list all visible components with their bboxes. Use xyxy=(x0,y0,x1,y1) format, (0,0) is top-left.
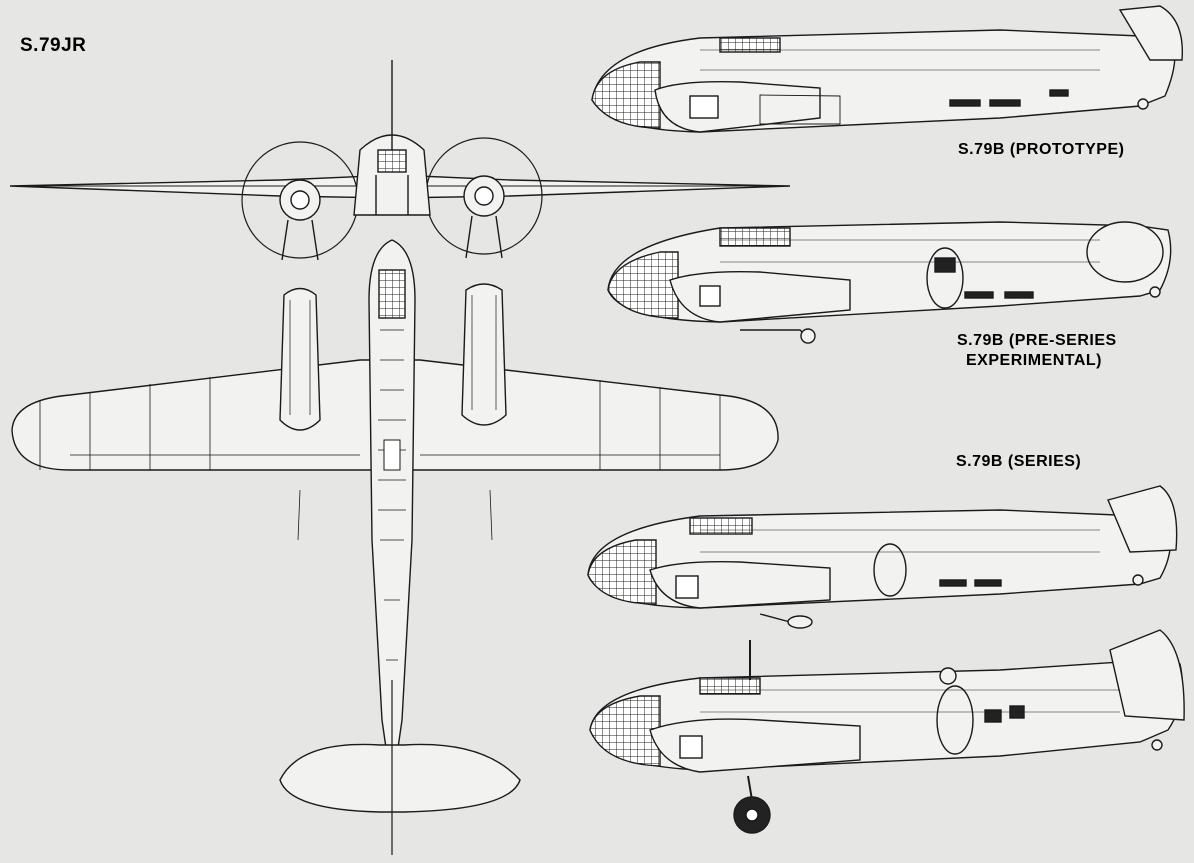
cockpit-canopy xyxy=(699,677,761,695)
tailplane xyxy=(279,743,521,813)
label-s79b-prototype: S.79B (PROTOTYPE) xyxy=(958,141,1125,158)
nose-glazing xyxy=(587,539,657,605)
dorsal-antenna-mast xyxy=(939,667,957,685)
engine-nacelle xyxy=(649,718,861,773)
cockpit-canopy xyxy=(719,37,781,53)
s79b-series-side-view xyxy=(587,485,1178,629)
nose-glazing xyxy=(607,251,679,319)
cockpit-glazing xyxy=(378,269,406,319)
fin xyxy=(1118,5,1184,61)
cockpit-canopy xyxy=(719,227,791,247)
fin xyxy=(1109,629,1185,721)
engine-nacelle xyxy=(669,270,851,323)
label-s79b-preseries-line1: S.79B (PRE-SERIES xyxy=(957,332,1117,349)
front-view-fuselage xyxy=(353,134,431,216)
s79b-prototype-side-view xyxy=(591,5,1184,133)
cockpit-canopy xyxy=(689,517,753,535)
nose-glazing xyxy=(589,695,661,767)
s79b-lower-side-view xyxy=(589,629,1185,834)
s79jr-plan-view xyxy=(9,60,791,855)
label-s79jr: S.79JR xyxy=(20,35,87,56)
left-engine-nacelle xyxy=(279,287,321,431)
engine-nacelle xyxy=(654,80,821,133)
label-s79b-preseries-line2: EXPERIMENTAL) xyxy=(966,352,1102,369)
s79b-preseries-side-view xyxy=(607,221,1172,344)
ventral-gondola xyxy=(926,247,964,309)
ventral-gondola xyxy=(936,685,974,755)
fin xyxy=(1086,221,1164,283)
nose-glazing xyxy=(591,61,661,129)
right-engine-nacelle xyxy=(461,283,507,426)
fin xyxy=(1107,485,1178,553)
label-s79b-series: S.79B (SERIES) xyxy=(956,453,1082,470)
